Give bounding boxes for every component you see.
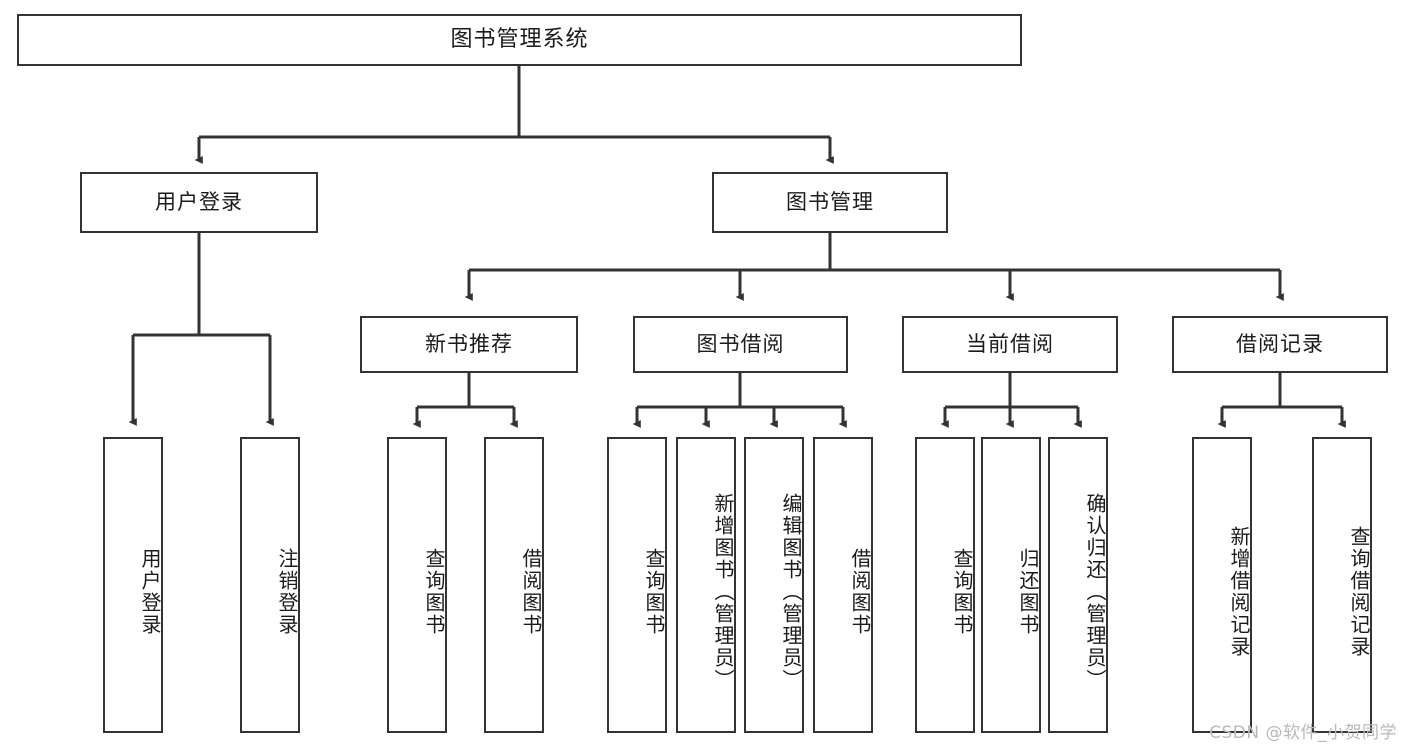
- leaf-record-add-borrow-record[interactable]: 新增借阅记录: [1192, 437, 1252, 733]
- node-label: 注销登录: [275, 548, 299, 636]
- node-label: 当前借阅: [966, 331, 1054, 356]
- node-user-login[interactable]: 用户登录: [80, 172, 318, 233]
- leaf-recommend-query-book[interactable]: 查询图书: [387, 437, 447, 733]
- leaf-current-return-book[interactable]: 归还图书: [981, 437, 1041, 733]
- node-label: 图书管理系统: [450, 26, 589, 52]
- node-label: 用户登录: [138, 548, 162, 636]
- node-book-borrow[interactable]: 图书借阅: [633, 316, 848, 373]
- node-new-book-recommend[interactable]: 新书推荐: [360, 316, 578, 373]
- node-root-system[interactable]: 图书管理系统: [17, 14, 1022, 66]
- node-current-borrow[interactable]: 当前借阅: [902, 316, 1118, 373]
- leaf-user-login-signin[interactable]: 用户登录: [103, 437, 163, 733]
- node-label: 借阅图书: [519, 548, 543, 636]
- node-label: 新增图书（管理员）: [711, 493, 735, 691]
- node-label: 图书借阅: [696, 331, 785, 356]
- leaf-record-query-borrow-record[interactable]: 查询借阅记录: [1312, 437, 1372, 733]
- node-label: 借阅记录: [1236, 331, 1324, 356]
- node-label: 用户登录: [155, 189, 243, 214]
- node-borrow-record[interactable]: 借阅记录: [1172, 316, 1388, 373]
- node-label: 确认归还（管理员）: [1083, 493, 1107, 691]
- node-label: 归还图书: [1016, 548, 1040, 636]
- leaf-borrow-add-book-admin[interactable]: 新增图书（管理员）: [676, 437, 736, 733]
- node-label: 编辑图书（管理员）: [779, 493, 803, 691]
- leaf-current-query-book[interactable]: 查询图书: [915, 437, 975, 733]
- leaf-current-confirm-return-admin[interactable]: 确认归还（管理员）: [1048, 437, 1108, 733]
- node-label: 查询图书: [950, 548, 974, 636]
- node-label: 查询借阅记录: [1347, 526, 1371, 658]
- leaf-borrow-borrow-book[interactable]: 借阅图书: [813, 437, 873, 733]
- node-label: 查询图书: [422, 548, 446, 636]
- node-label: 新增借阅记录: [1227, 526, 1251, 658]
- leaf-recommend-borrow-book[interactable]: 借阅图书: [484, 437, 544, 733]
- node-label: 查询图书: [642, 548, 666, 636]
- leaf-user-login-signout[interactable]: 注销登录: [240, 437, 300, 733]
- node-book-management[interactable]: 图书管理: [712, 172, 948, 233]
- watermark-text: CSDN @软件_小贺同学: [1209, 723, 1397, 743]
- node-label: 借阅图书: [848, 548, 872, 636]
- leaf-borrow-query-book[interactable]: 查询图书: [607, 437, 667, 733]
- leaf-borrow-edit-book-admin[interactable]: 编辑图书（管理员）: [744, 437, 804, 733]
- node-label: 图书管理: [786, 189, 874, 214]
- node-label: 新书推荐: [425, 331, 513, 356]
